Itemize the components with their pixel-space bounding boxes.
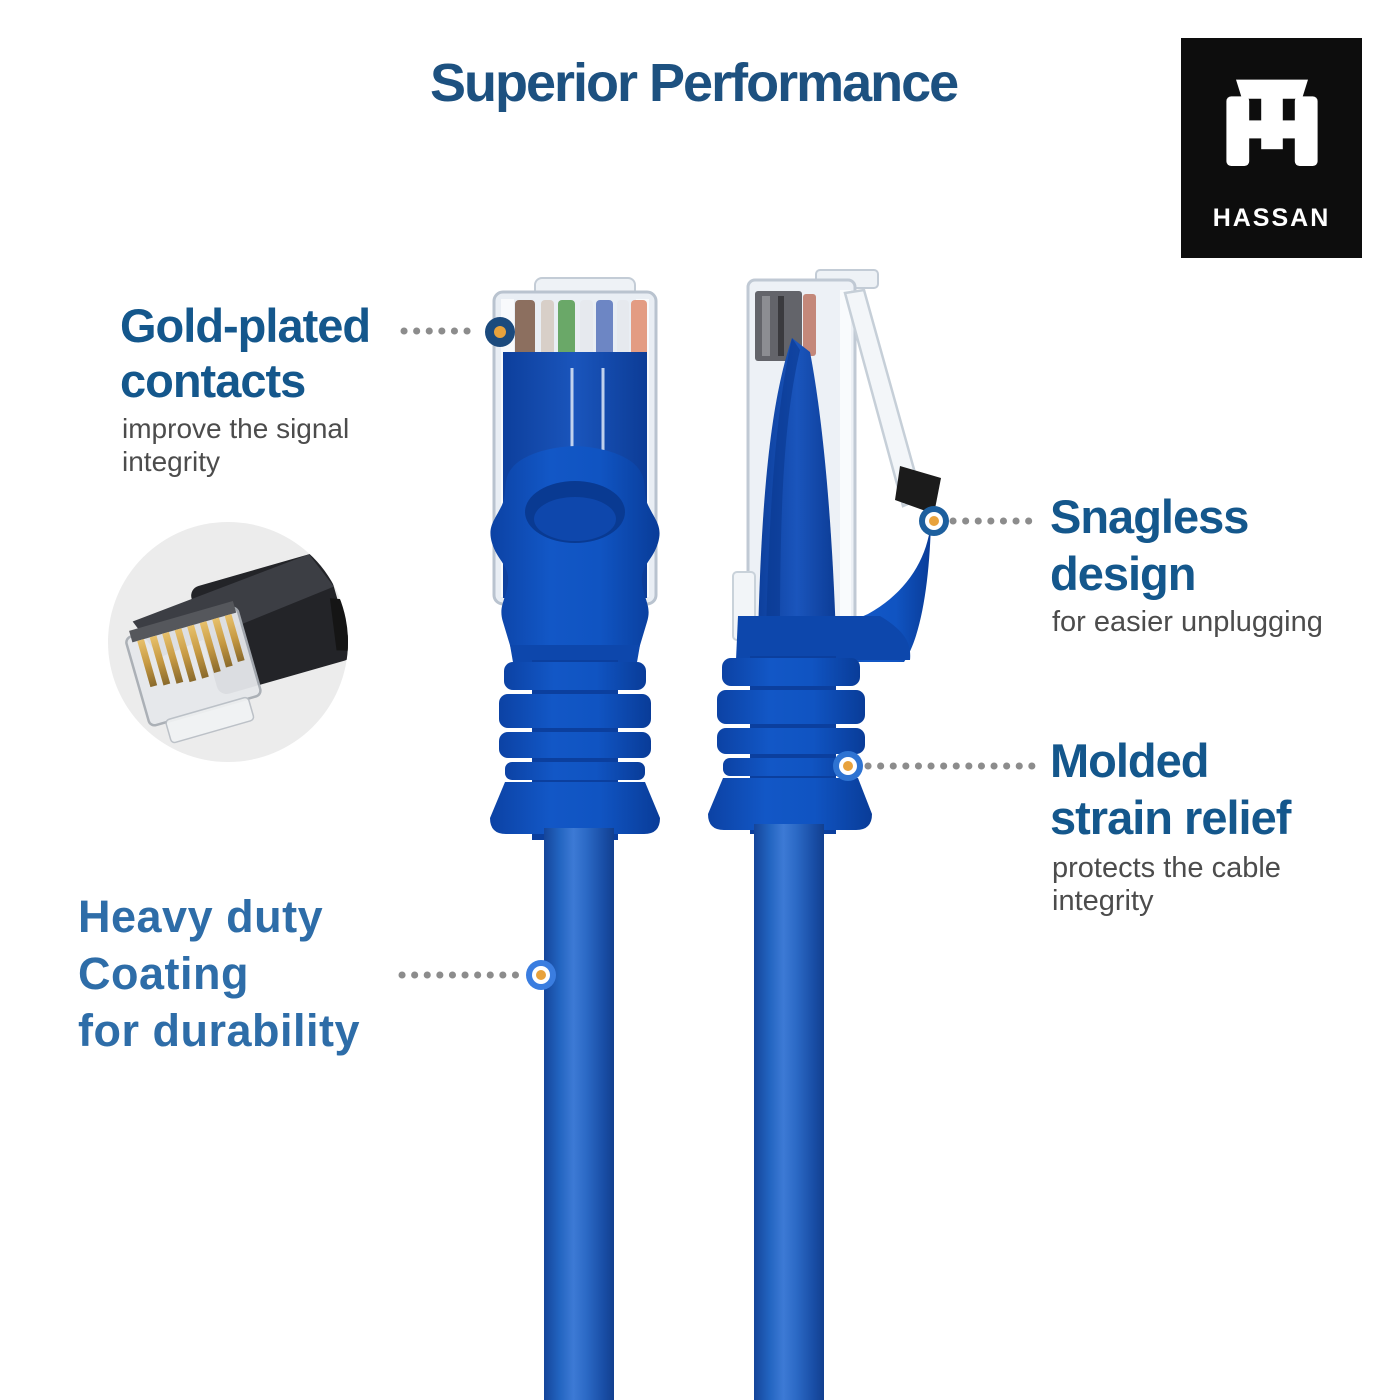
page-title: Superior Performance [430,53,959,113]
logo-monogram-icon [1225,79,1318,166]
strain-relief-rings-left [490,662,660,834]
left-connector [490,277,660,1400]
callout-snagless-subtext: for easier unplugging [1052,606,1323,638]
brand-logo: HASSAN [1181,38,1362,258]
leader-molded [833,751,1037,781]
leader-snagless [919,506,1037,536]
gold-pins [137,613,245,688]
gold-contacts-inset [108,522,348,762]
wire-stripes [515,300,647,366]
callout-gold-plated-heading: Gold-plated contacts [120,299,371,407]
callout-molded-heading: Molded strain relief [1050,734,1291,844]
callout-molded-subtext: protects the cable integrity [1052,852,1281,917]
callout-snagless-heading: Snagless design [1050,490,1249,600]
leader-gold-plated [400,317,515,347]
callout-gold-plated-subtext: improve the signal integrity [122,413,350,477]
logo-brand-name: HASSAN [1212,204,1331,232]
callout-heavy-duty-heading: Heavy duty Coating for durability [78,891,361,1056]
right-connector [708,269,941,1400]
strain-relief-rings-right [708,658,872,830]
leader-heavy-duty [398,960,556,990]
